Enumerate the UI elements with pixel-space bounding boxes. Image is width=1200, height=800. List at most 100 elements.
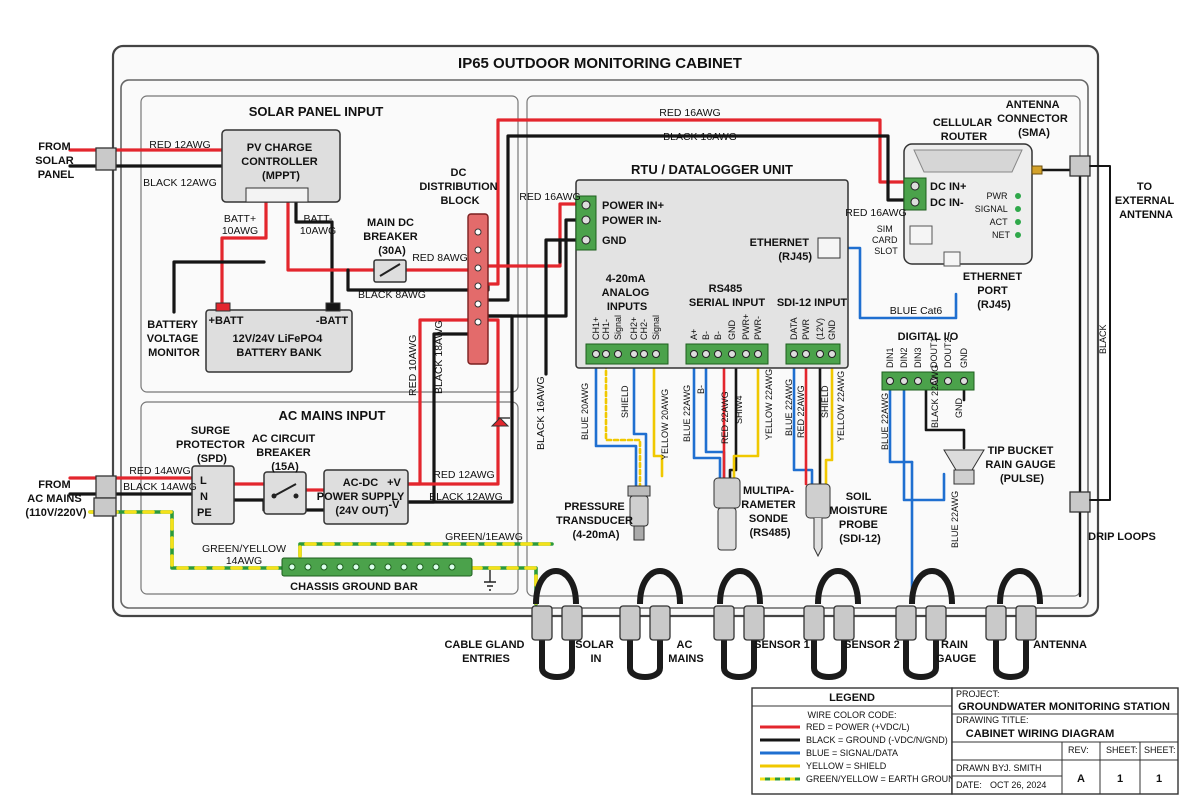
svg-text:BATT-10AWG: BATT-10AWG (300, 213, 336, 237)
svg-text:PRESSURE TRANSDUCER: PRESSURE TRANSDUCER (4-20mA) (556, 501, 636, 541)
svg-text:GND: GND (959, 348, 969, 369)
ac-section-title: AC MAINS INPUT (279, 408, 386, 423)
router-ethernet-port (943, 251, 961, 267)
date-value: OCT 26, 2024 (990, 780, 1046, 790)
svg-text:BLACK 22AWG: BLACK 22AWG (930, 365, 940, 428)
sdi12-pin-labels: DATA PWR (12V) GND (789, 317, 837, 340)
svg-text:DIGITAL I/O: DIGITAL I/O (898, 331, 959, 343)
svg-text:SOIL MOISTURE PROB: SOIL MOISTURE PROBE (SDI-12) (829, 491, 890, 545)
analog-terminal-strip (585, 343, 669, 365)
rev-value: A (1077, 773, 1085, 785)
svg-text:CH2+: CH2+ (629, 317, 639, 340)
cellular-router: DC IN+ DC IN- PWR SIGNAL ACT NET (903, 143, 1043, 267)
rtu-datalogger: POWER IN+ POWER IN- GND ETHERNET (RJ45) (575, 179, 849, 369)
legend-item-label: YELLOW = SHIELD (806, 761, 887, 771)
svg-text:DOUT1: DOUT1 (929, 337, 939, 368)
gland-solar-a (531, 605, 553, 641)
project-value: GROUNDWATER MONITORING STATION (958, 701, 1170, 713)
svg-text:Signal: Signal (613, 315, 623, 340)
svg-text:GND: GND (727, 320, 737, 341)
svg-text:LEGEND: LEGEND (829, 692, 875, 704)
drawn-by-label: DRAWN BY: (956, 763, 1006, 773)
svg-text:RED 22AWG: RED 22AWG (720, 391, 730, 444)
svg-text:DC IN+ DC IN-: DC IN+ DC IN- (930, 181, 969, 209)
legend-item-label: BLACK = GROUND (-VDC/N/GND) (806, 735, 948, 745)
pressure-transducer: PRESSURE TRANSDUCER (4-20mA) (556, 485, 651, 541)
gland-label-solar: SOLAR IN (575, 639, 617, 665)
ethernet-port-label: ETHERNET PORT (RJ45) (963, 271, 1025, 311)
svg-text:N: N (200, 491, 208, 503)
ac-section-box (140, 401, 519, 595)
drawing-title-label: DRAWING TITLE: (956, 715, 1029, 725)
gland-rain-b (925, 605, 947, 641)
router-label: CELLULAR ROUTER (933, 117, 995, 143)
svg-text:BLUE 22AWG: BLUE 22AWG (880, 393, 890, 450)
sim-slot-label: SIM CARD SLOT (872, 224, 900, 256)
gland-label-antenna: ANTENNA (1033, 639, 1087, 651)
antenna-entry-gland-bottom (1069, 491, 1091, 513)
svg-text:RED 16AWG: RED 16AWG (519, 191, 580, 203)
svg-text:BLUE 22AWG: BLUE 22AWG (784, 379, 794, 436)
analog-inputs-label: 4-20mA ANALOG INPUTS (602, 273, 653, 313)
svg-text:DIN3: DIN3 (913, 347, 923, 368)
gland-ac-b (649, 605, 671, 641)
led-signal-icon (1015, 206, 1021, 212)
drip-loops-label: DRIP LOOPS (1088, 531, 1156, 543)
gland-sensor1-a (713, 605, 735, 641)
ac-circuit-breaker: AC CIRCUIT BREAKER (15A) (252, 433, 316, 515)
svg-text:RED 16AWG: RED 16AWG (845, 207, 906, 219)
svg-text:CH1-: CH1- (601, 319, 611, 340)
external-cables (93, 147, 1111, 517)
from-solar-label: FROM SOLAR PANEL (35, 141, 77, 181)
svg-text:RED 16AWG: RED 16AWG (659, 107, 720, 119)
multiparameter-sonde: MULTIPA- RAMETER SONDE (RS485) (713, 477, 796, 551)
svg-text:GND: GND (827, 320, 837, 341)
svg-text:GND: GND (954, 398, 964, 419)
project-label: PROJECT: (956, 689, 1000, 699)
gland-label-sensor2: SENSOR 2 (844, 639, 900, 651)
battery-monitor-label: BATTERY VOLTAGE MONITOR (147, 319, 202, 359)
sheets-value: 1 (1156, 773, 1162, 785)
svg-text:B-: B- (713, 331, 723, 340)
svg-text:BLUE 22AWG: BLUE 22AWG (682, 385, 692, 442)
sim-card-slot (909, 225, 933, 245)
svg-text:MAIN DC BREAKER (3: MAIN DC BREAKER (30A) (363, 217, 420, 257)
rs485-input-label: RS485 SERIAL INPUT (689, 283, 765, 309)
svg-text:BATT+10AWG: BATT+10AWG (222, 213, 258, 237)
ac-entry-gland (95, 475, 117, 499)
svg-text:SURGE PROTECTOR (S: SURGE PROTECTOR (SPD) (176, 425, 248, 465)
diode-icon (490, 417, 510, 427)
gland-solar-b (561, 605, 583, 641)
legend-item-label: BLUE = SIGNAL/DATA (806, 748, 898, 758)
svg-text:PWR+: PWR+ (741, 314, 751, 340)
battery-positive-label: +BATT (209, 315, 244, 327)
svg-text:BLACK 18AWG: BLACK 18AWG (433, 320, 445, 394)
svg-text:BLACK 16AWG: BLACK 16AWG (663, 131, 737, 143)
svg-text:CH1+: CH1+ (591, 317, 601, 340)
svg-text:BLACK 14AWG: BLACK 14AWG (123, 481, 197, 493)
title-block: PROJECT: GROUNDWATER MONITORING STATION … (951, 687, 1179, 795)
legend-items: RED = POWER (+VDC/L)BLACK = GROUND (-VDC… (760, 722, 982, 784)
svg-text:B-: B- (696, 385, 706, 394)
sma-connector-icon (1031, 165, 1043, 175)
antenna-entry-gland-top (1069, 155, 1091, 177)
svg-text:CHASSIS GROUND BAR: CHASSIS GROUND BAR (290, 581, 418, 593)
gland-sensor2-a (803, 605, 825, 641)
gland-label-ac: AC MAINS (668, 639, 703, 665)
ac-dc-power-supply: +V -V AC-DC POWER SUPPLY (24V OUT) (317, 469, 409, 525)
svg-text:YELLOW 20AWG: YELLOW 20AWG (660, 389, 670, 460)
pe-entry-gland (93, 497, 117, 517)
rain-gauge: TIP BUCKET RAIN GAUGE (PULSE) (943, 445, 1056, 485)
main-dc-breaker: MAIN DC BREAKER (30A) (363, 217, 420, 283)
svg-text:BLACK 16AWG: BLACK 16AWG (535, 376, 547, 450)
battery-negative-label: -BATT (316, 315, 348, 327)
led-net-icon (1015, 232, 1021, 238)
svg-text:PWR: PWR (801, 319, 811, 340)
rtu-title: RTU / DATALOGGER UNIT (631, 162, 793, 177)
to-antenna-label: TO EXTERNAL ANTENNA (1115, 181, 1177, 221)
gland-label-rain: RAIN GAUGE (936, 639, 976, 665)
svg-text:BLACK 12AWG: BLACK 12AWG (429, 491, 503, 503)
svg-text:SHIELD: SHIELD (820, 385, 830, 418)
sheets-label: SHEET: (1144, 745, 1176, 755)
